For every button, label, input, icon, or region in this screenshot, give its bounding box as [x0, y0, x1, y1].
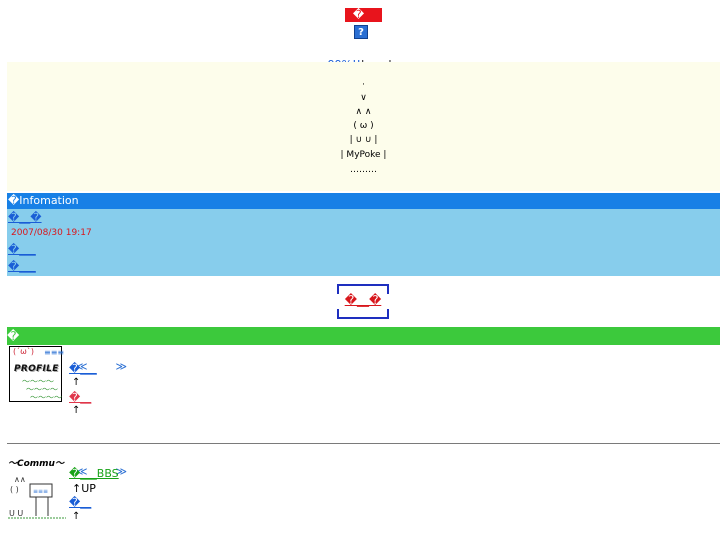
ascii-art-panel: · ∨ ∧ ∧ ( ω ) | ∪ ∪ | | MyPoke | ………: [7, 62, 720, 191]
info-header: �Infomation: [7, 193, 720, 209]
help-icon[interactable]: ?: [354, 25, 368, 39]
up-arrow: ↑: [72, 377, 81, 388]
aa-line: ∧ ∧: [355, 107, 372, 117]
section-title: �: [7, 329, 20, 343]
commu-art-icon[interactable]: ∧∧ ( ) ≡≡≡ U U: [8, 472, 66, 522]
frame-corner: [379, 284, 389, 294]
section-bar: �: [7, 327, 720, 345]
frame-line: [337, 317, 389, 319]
frame-corner: [337, 309, 347, 319]
aa-line: ·: [362, 80, 365, 90]
frame-line: [337, 284, 389, 286]
commu-link-2[interactable]: �__: [69, 496, 92, 509]
aa-line: ( ω ): [353, 121, 374, 131]
next-link[interactable]: ≫: [115, 360, 128, 373]
svg-text:( ): ( ): [10, 485, 19, 494]
aa-line: ∨: [360, 93, 367, 103]
bbs-link[interactable]: �___BBS: [69, 467, 119, 480]
commu-nav: ≪ ≫: [69, 452, 127, 478]
wave-deco: ～～～～: [26, 385, 58, 394]
commu-title: ～Commu～: [8, 459, 64, 469]
svg-text:≡≡≡: ≡≡≡: [33, 488, 48, 495]
info-link-2[interactable]: �___: [8, 243, 36, 256]
mid-link[interactable]: �__�: [344, 293, 382, 307]
up-link[interactable]: ↑UP: [72, 482, 96, 495]
prev-link[interactable]: ≪: [76, 360, 88, 373]
wave-deco: ～～～～: [30, 393, 62, 402]
aa-line: ………: [350, 165, 377, 175]
aa-line: | ∪ ∪ |: [349, 135, 378, 145]
profile-nav: ≪ ≫: [69, 347, 127, 373]
info-title: �Infomation: [8, 194, 79, 207]
divider: [7, 443, 720, 444]
svg-text:U U: U U: [9, 509, 23, 518]
top-badge[interactable]: � �: [345, 8, 382, 35]
frame-corner: [379, 309, 389, 319]
mid-frame: �__�: [337, 284, 389, 319]
profile-link-2[interactable]: �__: [69, 391, 92, 404]
info-link-1[interactable]: �__�: [8, 211, 42, 224]
svg-text:∧∧: ∧∧: [14, 475, 26, 484]
up-arrow: ↑: [72, 405, 81, 416]
profile-image[interactable]: (´ω`) ≡≡≡ PROFILE ～～～～ ～～～～ ～～～～: [9, 346, 65, 402]
profile-deco: ≡≡≡: [44, 348, 65, 357]
aa-line: | MyPoke |: [340, 150, 387, 160]
info-date: 2007/08/30 19:17: [11, 228, 92, 238]
face-art: (´ω`): [13, 347, 34, 356]
info-body: �__� 2007/08/30 19:17 �___ �___: [7, 209, 720, 276]
next-link[interactable]: ≫: [115, 465, 128, 478]
up-arrow: ↑: [72, 511, 81, 522]
info-link-3[interactable]: �___: [8, 260, 36, 273]
profile-image-title: PROFILE: [14, 364, 59, 374]
frame-corner: [337, 284, 347, 294]
profile-link-1[interactable]: �___: [69, 362, 97, 375]
prev-link[interactable]: ≪: [76, 465, 88, 478]
wave-deco: ～～～～: [22, 377, 54, 386]
